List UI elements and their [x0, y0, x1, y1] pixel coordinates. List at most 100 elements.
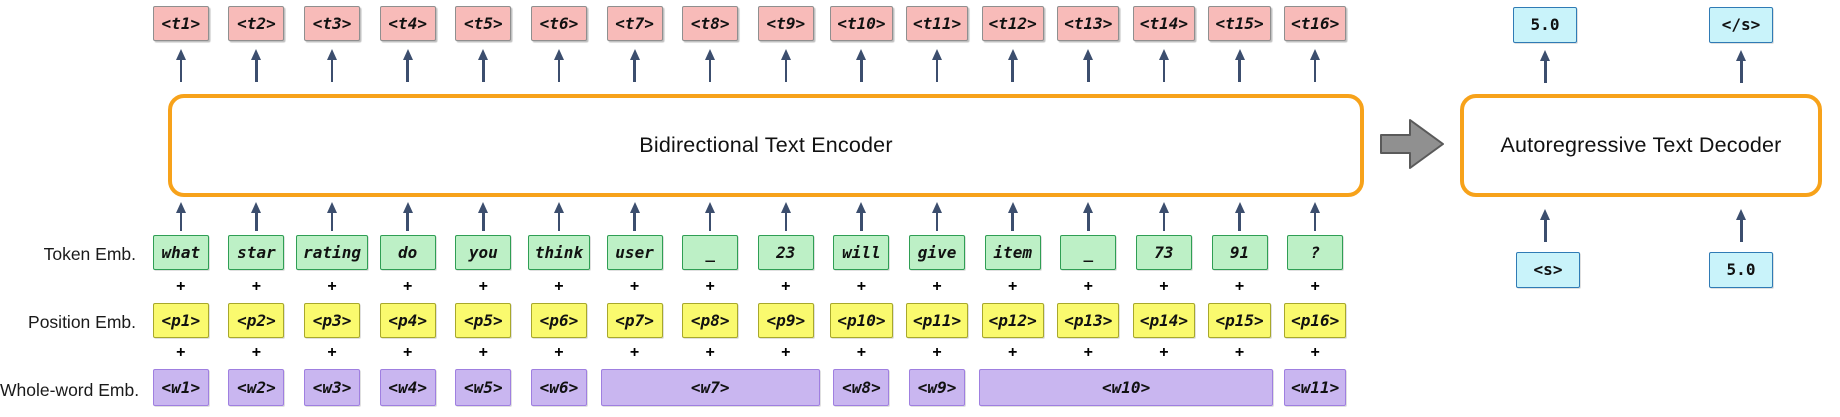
- output-token-box: <t1>: [152, 6, 209, 41]
- token-emb-box: _: [1060, 235, 1117, 270]
- plus-sign: +: [176, 344, 186, 361]
- encoder-to-decoder-arrow-icon: [1380, 119, 1444, 169]
- whole-word-emb-box: <w5>: [455, 369, 512, 406]
- encoder-output-arrows: [143, 49, 1353, 82]
- decoder-output-arrow: [1740, 61, 1743, 83]
- position-emb-box: <p10>: [830, 303, 893, 338]
- plus-sign: +: [629, 344, 640, 361]
- token-emb-box: 23: [757, 235, 814, 270]
- position-emb-box: <p7>: [606, 303, 663, 338]
- token-emb-box: 73: [1135, 235, 1192, 270]
- position-emb-label: Position Emb.: [28, 312, 136, 332]
- position-emb-box: <p11>: [905, 303, 969, 338]
- position-emb-box: <p3>: [304, 303, 361, 338]
- output-token-box: <t11>: [905, 6, 969, 41]
- decoder-input-arrow: [1740, 220, 1743, 242]
- output-token-box: <t5>: [455, 6, 512, 41]
- up-arrow-icon: [179, 213, 183, 231]
- whole-word-emb-box: <w3>: [304, 369, 361, 406]
- plus-sign: +: [1310, 344, 1320, 361]
- up-arrow-icon: [1238, 213, 1241, 231]
- output-token-box: <t7>: [606, 6, 663, 41]
- output-token-box: <t12>: [981, 6, 1044, 41]
- whole-word-emb-box: <w10>: [978, 369, 1274, 406]
- plus-sign: +: [1083, 278, 1093, 295]
- encoder-input-arrows: [143, 202, 1353, 231]
- up-arrow-icon: [482, 213, 485, 231]
- whole-word-emb-box: <w9>: [909, 369, 966, 406]
- output-token-box: <t2>: [228, 6, 285, 41]
- plus-sign: +: [1008, 278, 1018, 295]
- token-emb-box: give: [909, 235, 966, 270]
- whole-word-emb-box: <w11>: [1284, 369, 1347, 406]
- up-arrow-icon: [1313, 60, 1317, 82]
- bidirectional-text-encoder-block: Bidirectional Text Encoder: [168, 94, 1364, 197]
- up-arrow-icon: [1313, 213, 1317, 231]
- position-emb-box: <p6>: [530, 303, 587, 338]
- plus-sign: +: [1083, 344, 1093, 361]
- output-token-box: <t16>: [1284, 6, 1347, 41]
- position-emb-box: <p2>: [228, 303, 285, 338]
- output-token-box: <t6>: [530, 6, 587, 41]
- up-arrow-icon: [255, 213, 258, 231]
- plus-sign: +: [705, 344, 715, 361]
- whole-word-emb-box: <w7>: [600, 369, 820, 406]
- plus-sign: +: [932, 278, 942, 295]
- output-token-box: <t3>: [304, 6, 361, 41]
- up-arrow-icon: [557, 213, 561, 231]
- position-emb-box: <p9>: [757, 303, 814, 338]
- token-emb-box: 91: [1211, 235, 1268, 270]
- token-emb-box: user: [606, 235, 663, 270]
- decoder-input-box: <s>: [1516, 252, 1580, 288]
- up-arrow-icon: [406, 60, 409, 82]
- plus-sign: +: [251, 278, 262, 295]
- up-arrow-icon: [1238, 60, 1241, 82]
- whole-word-embedding-row: <w1><w2><w3><w4><w5><w6><w7><w8><w9><w10…: [143, 369, 1353, 406]
- plus-sign: +: [251, 344, 262, 361]
- plus-sign: +: [1008, 344, 1018, 361]
- plus-sign: +: [781, 278, 791, 295]
- up-arrow-icon: [1011, 213, 1014, 231]
- plus-sign: +: [1234, 278, 1245, 295]
- token-emb-box: ?: [1287, 235, 1344, 270]
- token-emb-box: _: [682, 235, 739, 270]
- plus-row-2: ++++++++++++++++: [143, 344, 1353, 362]
- token-emb-box: do: [379, 235, 436, 270]
- up-arrow-icon: [1087, 60, 1090, 82]
- position-emb-box: <p1>: [152, 303, 209, 338]
- position-emb-box: <p14>: [1132, 303, 1196, 338]
- plus-sign: +: [932, 344, 942, 361]
- whole-word-emb-label: Whole-word Emb.: [0, 380, 140, 400]
- plus-sign: +: [403, 344, 413, 361]
- position-emb-box: <p12>: [981, 303, 1044, 338]
- whole-word-emb-box: <w1>: [152, 369, 209, 406]
- position-emb-box: <p5>: [455, 303, 512, 338]
- up-arrow-icon: [860, 60, 863, 82]
- plus-sign: +: [1159, 344, 1169, 361]
- autoregressive-text-decoder-block: Autoregressive Text Decoder: [1460, 94, 1822, 197]
- plus-sign: +: [856, 344, 867, 361]
- decoder-output-box: 5.0: [1513, 7, 1577, 43]
- whole-word-emb-box: <w4>: [379, 369, 436, 406]
- plus-sign: +: [1159, 278, 1169, 295]
- position-emb-box: <p8>: [682, 303, 739, 338]
- up-arrow-icon: [330, 60, 334, 82]
- decoder-output-arrow: [1544, 61, 1547, 83]
- output-token-box: <t8>: [682, 6, 739, 41]
- up-arrow-icon: [633, 213, 636, 231]
- whole-word-emb-box: <w2>: [228, 369, 285, 406]
- up-arrow-icon: [1011, 60, 1014, 82]
- output-token-box: <t13>: [1057, 6, 1120, 41]
- output-token-box: <t9>: [757, 6, 814, 41]
- whole-word-emb-box: <w6>: [530, 369, 587, 406]
- plus-row-1: ++++++++++++++++: [143, 278, 1353, 296]
- output-token-box: <t10>: [830, 6, 893, 41]
- up-arrow-icon: [633, 60, 636, 82]
- up-arrow-icon: [255, 60, 258, 82]
- up-arrow-icon: [1162, 213, 1166, 231]
- up-arrow-icon: [784, 60, 788, 82]
- plus-sign: +: [781, 344, 791, 361]
- plus-sign: +: [554, 278, 564, 295]
